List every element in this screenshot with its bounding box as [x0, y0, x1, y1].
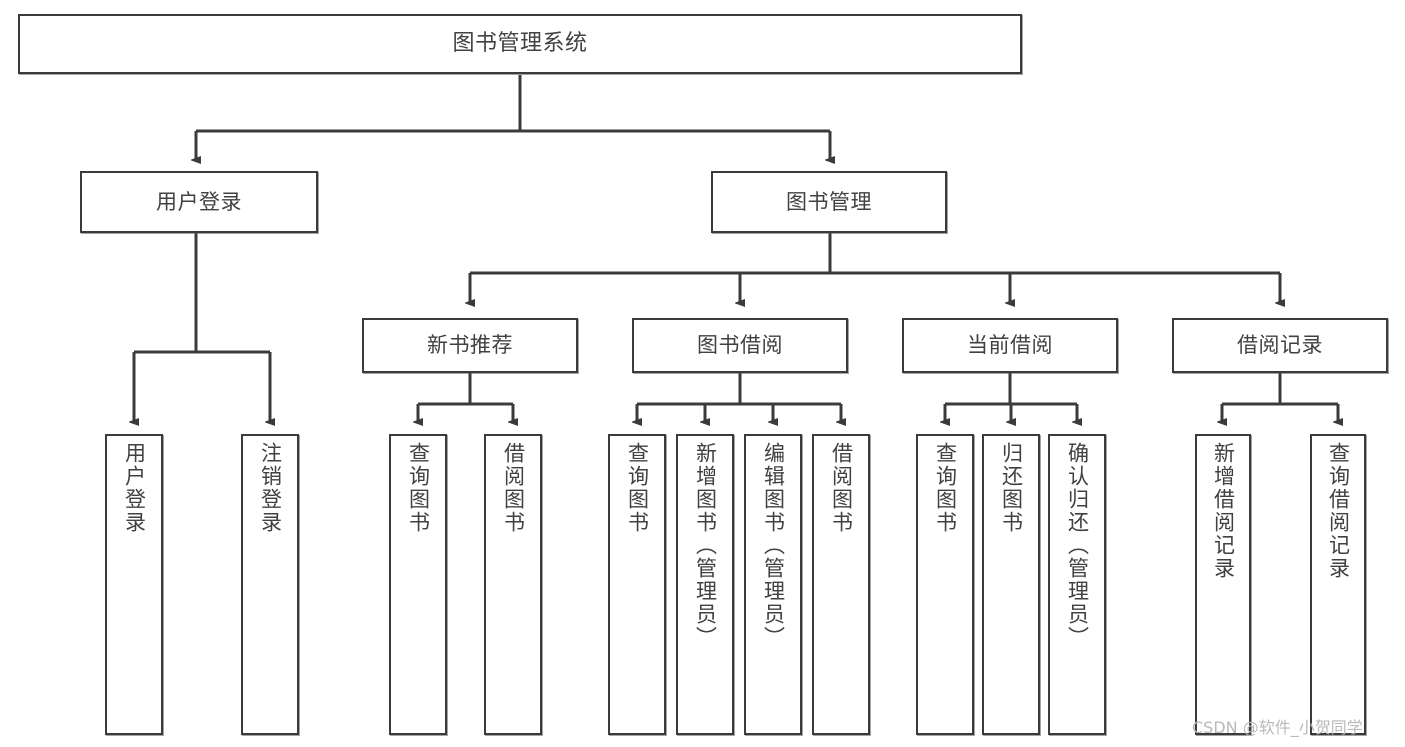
node-label: 查询借阅记录	[1326, 442, 1351, 580]
leaf-return-book[interactable]: 归还图书	[982, 434, 1040, 735]
node-label: 确认归还（管理员）	[1065, 442, 1090, 649]
node-label: 查询图书	[933, 442, 958, 534]
node-label: 当前借阅	[967, 333, 1053, 358]
node-label: 注销登录	[258, 442, 283, 534]
leaf-add-borrow-record[interactable]: 新增借阅记录	[1195, 434, 1251, 735]
node-label: 图书借阅	[697, 333, 783, 358]
node-label: 用户登录	[156, 189, 242, 214]
node-current-borrow[interactable]: 当前借阅	[902, 318, 1118, 373]
leaf-query-book-current[interactable]: 查询图书	[916, 434, 974, 735]
leaf-query-book-new[interactable]: 查询图书	[389, 434, 447, 735]
node-new-book-recommend[interactable]: 新书推荐	[362, 318, 578, 373]
node-label: 借阅图书	[501, 442, 526, 534]
node-label: 查询图书	[406, 442, 431, 534]
node-label: 图书管理系统	[452, 31, 588, 57]
node-borrow-records[interactable]: 借阅记录	[1172, 318, 1388, 373]
leaf-add-book-admin[interactable]: 新增图书（管理员）	[676, 434, 734, 735]
leaf-edit-book-admin[interactable]: 编辑图书（管理员）	[744, 434, 802, 735]
leaf-borrow-book[interactable]: 借阅图书	[812, 434, 870, 735]
node-book-borrow[interactable]: 图书借阅	[632, 318, 848, 373]
leaf-borrow-book-new[interactable]: 借阅图书	[484, 434, 542, 735]
node-label: 归还图书	[999, 442, 1024, 534]
leaf-query-book-borrow[interactable]: 查询图书	[608, 434, 666, 735]
node-label: 编辑图书（管理员）	[761, 442, 786, 649]
node-label: 借阅图书	[829, 442, 854, 534]
node-label: 图书管理	[786, 189, 872, 214]
leaf-confirm-return-admin[interactable]: 确认归还（管理员）	[1048, 434, 1106, 735]
node-label: 新书推荐	[427, 333, 513, 358]
node-label: 查询图书	[625, 442, 650, 534]
node-label: 用户登录	[122, 442, 147, 534]
node-label: 新增图书（管理员）	[693, 442, 718, 649]
leaf-logout[interactable]: 注销登录	[241, 434, 299, 735]
node-label: 借阅记录	[1237, 333, 1323, 358]
node-label: 新增借阅记录	[1211, 442, 1236, 580]
node-root-book-management-system[interactable]: 图书管理系统	[18, 14, 1022, 74]
leaf-user-login[interactable]: 用户登录	[105, 434, 163, 735]
watermark: CSDN @软件_小贺同学	[1192, 718, 1363, 737]
node-book-management[interactable]: 图书管理	[711, 171, 947, 233]
leaf-query-borrow-record[interactable]: 查询借阅记录	[1310, 434, 1366, 735]
node-user-login[interactable]: 用户登录	[80, 171, 318, 233]
